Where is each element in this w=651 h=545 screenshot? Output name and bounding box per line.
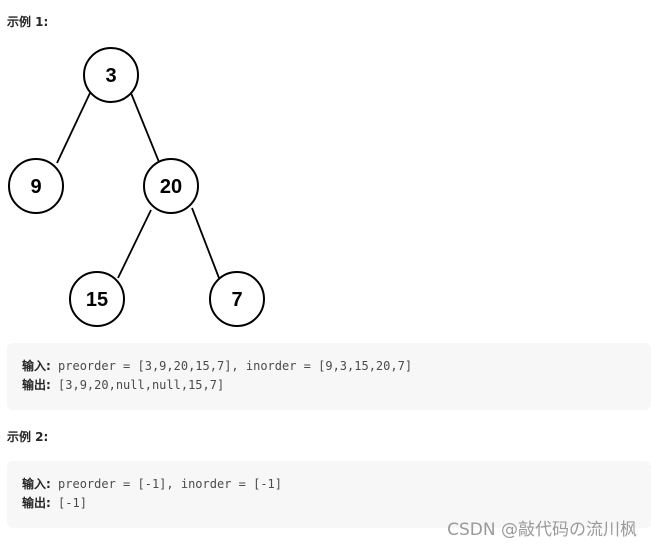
node-value: 3 [105,65,116,87]
input-value: preorder = [3,9,20,15,7], inorder = [9,3… [50,359,413,373]
node-value: 15 [86,289,108,311]
edge-3-20 [130,92,160,163]
example-2-code-block: 输入: preorder = [-1], inorder = [-1] 输出: … [7,461,651,528]
output-line: 输出: [-1] [22,494,651,513]
tree-node-3: 3 [83,47,139,103]
input-value: preorder = [-1], inorder = [-1] [50,477,282,491]
output-label: 输出: [22,496,51,510]
node-value: 9 [30,176,41,198]
tree-node-9: 9 [8,158,64,214]
edge-20-15 [117,209,152,279]
input-label: 输入: [22,359,51,373]
output-label: 输出: [22,378,51,392]
edge-3-9 [56,92,91,164]
example-1-title: 示例 1: [7,15,49,29]
output-value: [3,9,20,null,null,15,7] [50,378,225,392]
input-line: 输入: preorder = [-1], inorder = [-1] [22,475,651,494]
input-line: 输入: preorder = [3,9,20,15,7], inorder = … [22,357,651,376]
node-value: 7 [231,289,242,311]
node-value: 20 [160,176,182,198]
tree-node-20: 20 [143,158,199,214]
edge-20-7 [191,207,220,279]
csdn-watermark: CSDN @敲代码の流川枫 [447,520,637,540]
tree-node-15: 15 [69,271,125,327]
binary-tree-diagram: 3 9 20 15 7 [8,47,265,327]
output-value: [-1] [50,496,87,510]
example-1-code-block: 输入: preorder = [3,9,20,15,7], inorder = … [7,343,651,410]
example-2-title: 示例 2: [7,430,49,444]
tree-node-7: 7 [209,271,265,327]
output-line: 输出: [3,9,20,null,null,15,7] [22,376,651,395]
input-label: 输入: [22,477,51,491]
